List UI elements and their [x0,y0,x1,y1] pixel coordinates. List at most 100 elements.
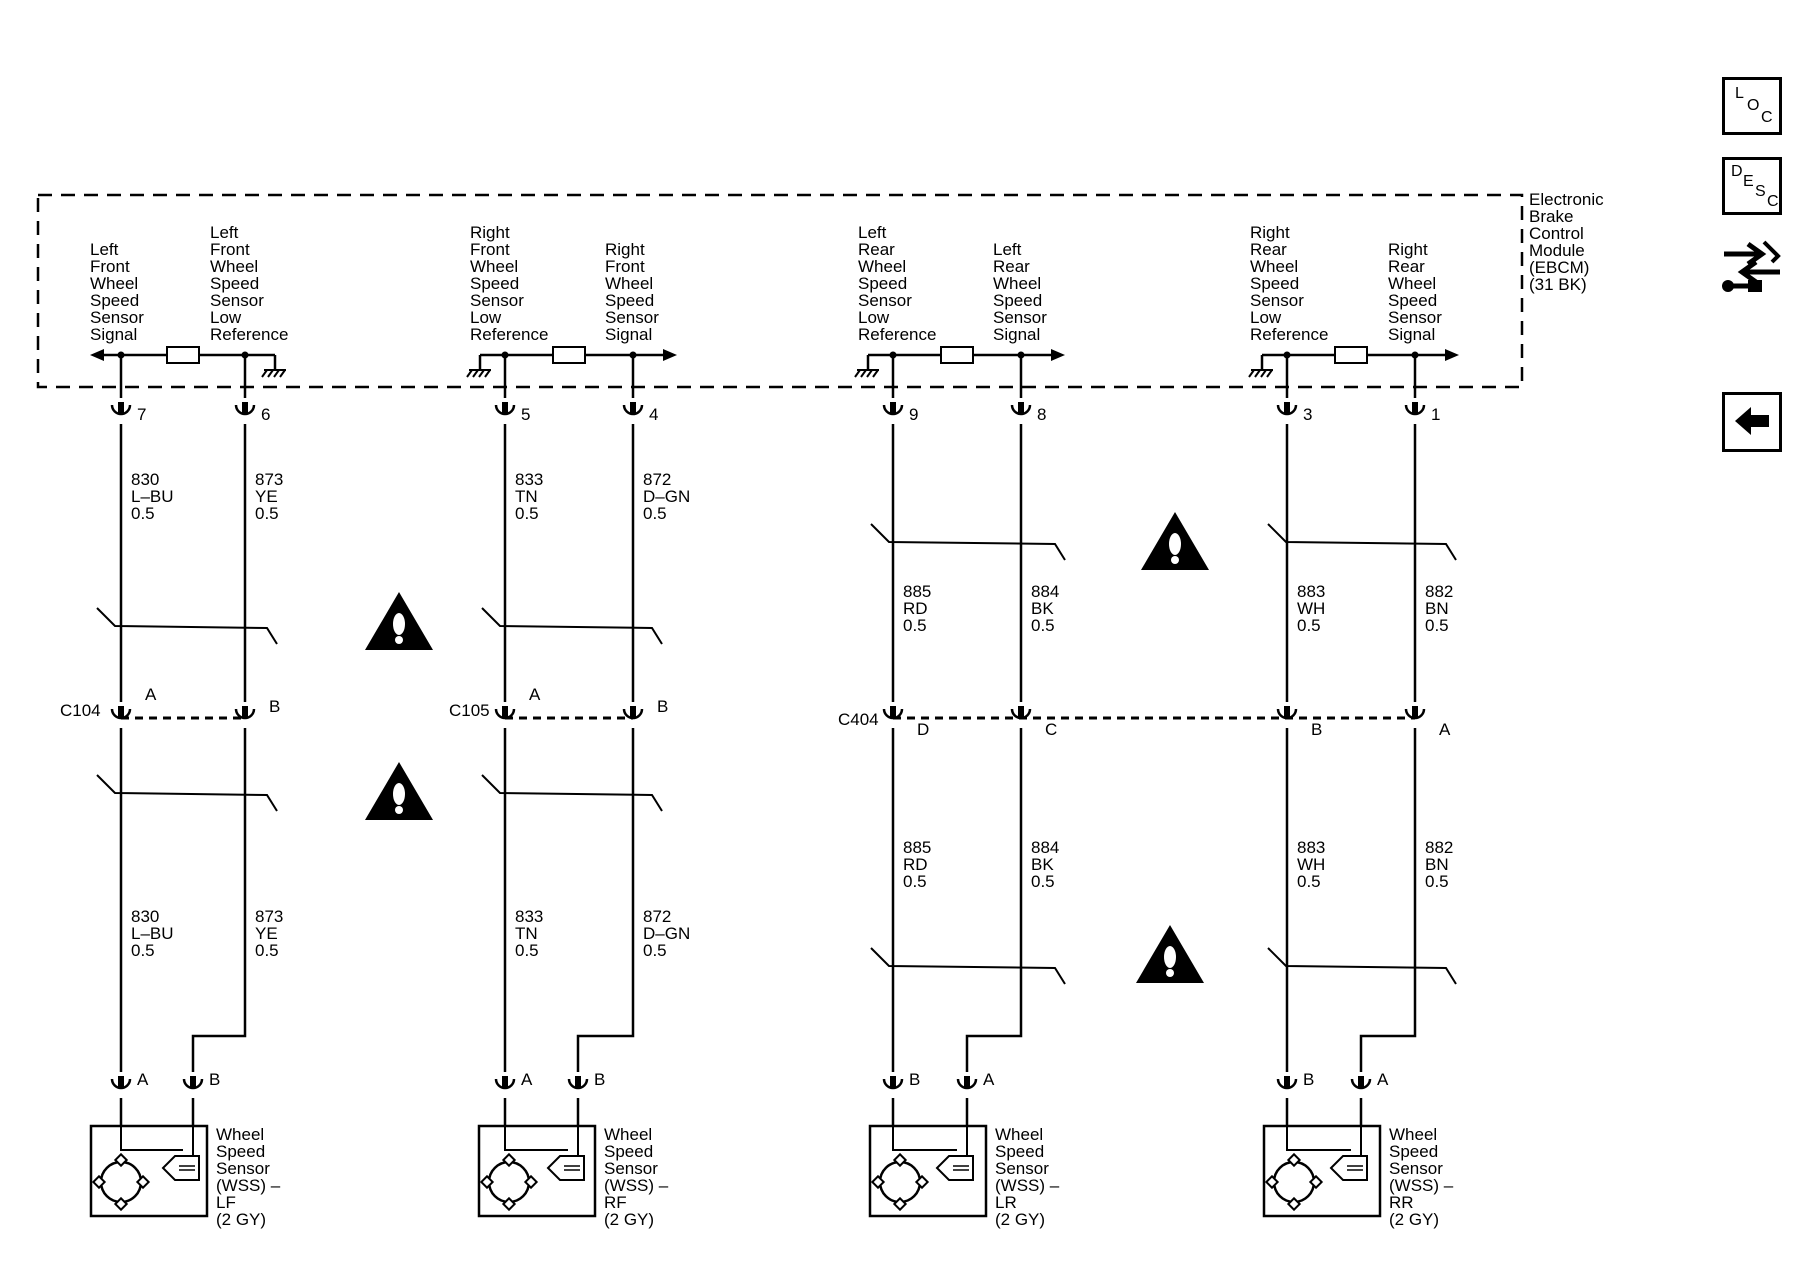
resistor-icon [1334,346,1368,364]
module-pin-label: Wheel [210,257,258,276]
module-pin-label: Speed [90,291,139,310]
warning-dot [395,806,403,814]
module-pin-number: 4 [649,405,658,424]
ground-hatch [478,369,485,378]
module-name-label: Electronic [1529,190,1604,209]
wire-lower-label: YE [255,924,278,943]
sensor-terminal-stub [118,1076,124,1088]
wire-upper-label: BN [1425,599,1449,618]
desc-letter-s: S [1755,183,1766,200]
wire-upper-label: 0.5 [131,504,155,523]
module-pin-label: Speed [1388,291,1437,310]
sensor-name-label: Wheel [216,1125,264,1144]
inline-connector-pin: C [1045,720,1057,739]
wire-upper-label: D–GN [643,487,690,506]
wire-upper-label: 830 [131,470,159,489]
module-pin-label: Rear [858,240,895,259]
description-button[interactable]: D E S C [1722,157,1782,215]
sensor-pin-label: A [521,1070,533,1089]
module-pin-label: Right [605,240,645,259]
inline-connector-terminal-stub [890,706,896,718]
sensor-internal-wire [120,1125,183,1151]
module-name-label: Module [1529,241,1585,260]
sensor-terminal-stub [190,1076,196,1088]
location-button[interactable]: L O C [1722,77,1782,135]
wire-lower-label: D–GN [643,924,690,943]
tone-wheel-tooth [892,1152,908,1168]
module-pin-label: Sensor [210,291,264,310]
sensor-pin-label: B [594,1070,605,1089]
wire-lower-label: 0.5 [255,941,279,960]
module-pin-label: Wheel [470,257,518,276]
signal-arrow-icon [1051,349,1065,361]
sensor-terminal-stub [1358,1076,1364,1088]
ground-hatch [273,369,280,378]
module-pin-number: 6 [261,405,270,424]
module-name-label: (EBCM) [1529,258,1589,277]
inline-connector-terminal-stub [1412,706,1418,718]
back-button[interactable] [1722,392,1782,452]
wire-lower-label: 0.5 [1425,872,1449,891]
module-pin-label: Sensor [993,308,1047,327]
module-pin-label: Left [210,223,239,242]
connector-name-label: C104 [60,701,101,720]
sensor-name-label: Wheel [1389,1125,1437,1144]
wire-upper-label: 0.5 [1425,616,1449,635]
sensor-name-label: (2 GY) [1389,1210,1439,1229]
wire-upper-label: 872 [643,470,671,489]
sensor-pin-label: B [909,1070,920,1089]
module-terminal-stub [1018,402,1024,414]
module-terminal-stub [890,402,896,414]
signal-arrow-icon [1445,349,1459,361]
ground-hatch [466,369,473,378]
ground-hatch [267,369,274,378]
tone-wheel-icon [487,1160,531,1204]
wire-upper-label: YE [255,487,278,506]
module-name-label: Control [1529,224,1584,243]
wire-lower-label: 0.5 [131,941,155,960]
module-pin-label: Speed [1250,274,1299,293]
warning-exclamation [393,613,405,635]
wire-lower-label: 0.5 [1297,872,1321,891]
sensor-name-label: (2 GY) [216,1210,266,1229]
module-pin-label: Signal [993,325,1040,344]
module-pin-label: Wheel [1250,257,1298,276]
wire-break-mark [96,607,278,645]
inline-connector-terminal-stub [502,706,508,718]
wire-upper-label: RD [903,599,928,618]
wire-upper-label: 885 [903,582,931,601]
module-pin-label: Sensor [470,291,524,310]
module-pin-label: Rear [1388,257,1425,276]
inline-connector-pin: A [145,685,157,704]
desc-letter-e: E [1743,173,1754,190]
module-pin-label: Rear [1250,240,1287,259]
sensor-name-label: RR [1389,1193,1414,1212]
inline-connector-pin: B [1311,720,1322,739]
sensor-terminal-stub [575,1076,581,1088]
sensor-name-label: Speed [604,1142,653,1161]
sensor-name-label: Speed [995,1142,1044,1161]
module-pin-label: Right [1388,240,1428,259]
module-pin-label: Speed [210,274,259,293]
module-pin-label: Reference [470,325,548,344]
tone-wheel-tooth [1286,1152,1302,1168]
tone-wheel-icon [878,1160,922,1204]
wire-lower-label: 884 [1031,838,1059,857]
module-name-label: Brake [1529,207,1573,226]
schematic-tool-icon[interactable] [1718,232,1786,298]
module-pin-label: Sensor [90,308,144,327]
signal-arrow-icon [90,349,104,361]
wire-upper-label: 873 [255,470,283,489]
module-terminal-stub [1284,402,1290,414]
wire-to-sensor [191,1000,247,1072]
module-pin-number: 5 [521,405,530,424]
wire-lower-label: 882 [1425,838,1453,857]
module-pin-label: Front [90,257,130,276]
module-name-label: (31 BK) [1529,275,1587,294]
wire-break-mark [1267,947,1457,985]
warning-dot [1166,969,1174,977]
wire-lower-label: 883 [1297,838,1325,857]
module-pin-label: Low [210,308,242,327]
wire-lower-label: 0.5 [903,872,927,891]
module-pin-label: Right [1250,223,1290,242]
